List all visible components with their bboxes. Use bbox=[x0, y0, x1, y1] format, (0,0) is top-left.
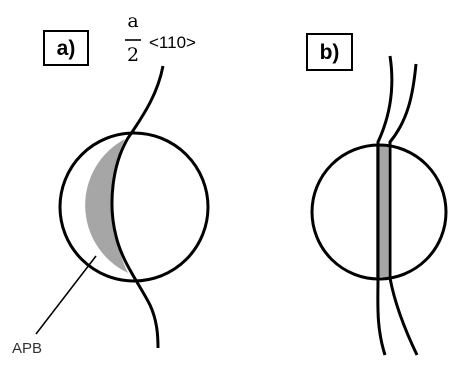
panel-label-b: b) bbox=[306, 33, 353, 71]
apb-pointer-line bbox=[35, 255, 97, 335]
burgers-numerator: a bbox=[127, 10, 139, 32]
dislocation-line-b-right bbox=[388, 63, 419, 356]
burgers-denominator: 2 bbox=[126, 44, 140, 66]
apb-label: APB bbox=[12, 340, 43, 357]
dislocation-line-a bbox=[110, 65, 165, 349]
precipitate-circle-a bbox=[58, 131, 210, 283]
dislocation-line-b-left bbox=[376, 55, 394, 356]
panel-label-a: a) bbox=[43, 30, 89, 66]
burgers-direction: <110> bbox=[149, 33, 196, 52]
apb-shaded-region bbox=[85, 139, 128, 273]
